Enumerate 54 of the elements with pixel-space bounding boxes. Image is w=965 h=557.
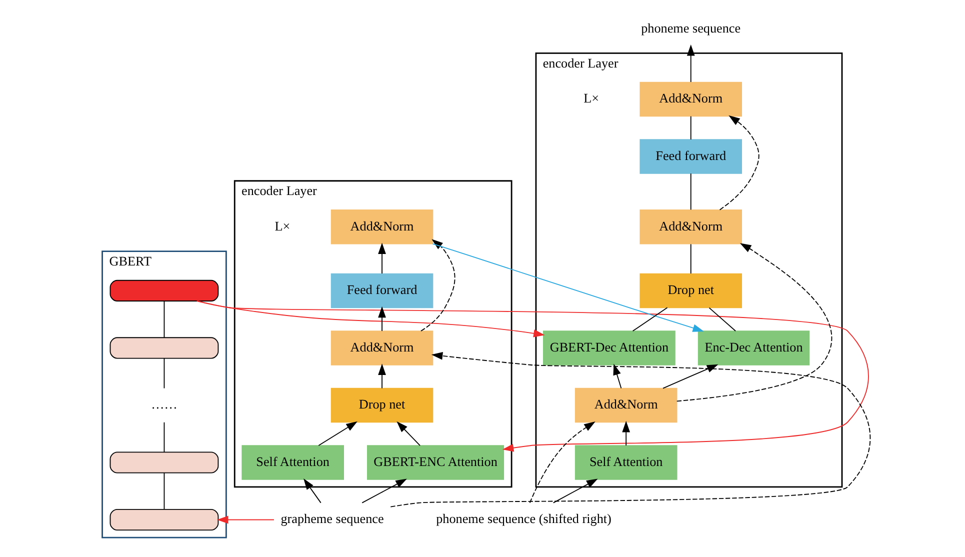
arrow xyxy=(198,300,545,338)
arrow xyxy=(676,243,832,402)
arrow xyxy=(378,364,386,389)
arrow xyxy=(196,300,869,452)
arrow xyxy=(420,239,456,332)
node-box: GBERT-ENC Attention xyxy=(366,445,504,480)
arrow xyxy=(686,44,695,82)
arrow xyxy=(719,115,760,210)
node-box: Add&Norm xyxy=(574,388,678,423)
connector xyxy=(164,358,165,389)
node-label: L× xyxy=(274,218,290,234)
node-box: Add&Norm xyxy=(640,82,742,117)
connector xyxy=(164,300,165,338)
arrow xyxy=(390,352,871,508)
arrow xyxy=(552,478,598,504)
arrow xyxy=(318,421,358,446)
node-text: …… xyxy=(151,396,178,412)
node-pill xyxy=(110,280,219,302)
arrow xyxy=(529,422,596,504)
node-text: phoneme sequence (shifted right) xyxy=(436,511,612,526)
node-box: Enc-Dec Attention xyxy=(698,330,810,366)
node-box: GBERT-Dec Attention xyxy=(543,330,676,366)
arrow xyxy=(613,364,622,389)
connector xyxy=(690,116,692,140)
connector xyxy=(690,244,692,274)
node-box: Add&Norm xyxy=(640,210,742,244)
connector xyxy=(164,472,165,510)
node-box: Add&Norm xyxy=(330,330,434,366)
arrow xyxy=(432,243,704,332)
arrow xyxy=(396,421,421,446)
connector xyxy=(632,307,668,332)
node-label: L× xyxy=(584,90,600,106)
node-pill xyxy=(110,337,219,359)
node-text: grapheme sequence xyxy=(280,511,384,526)
node-box: Self Attention xyxy=(242,445,344,480)
connector xyxy=(690,173,692,210)
node-box: Self Attention xyxy=(574,445,678,480)
arrow xyxy=(362,478,407,504)
arrow xyxy=(304,478,322,504)
arrow xyxy=(662,364,718,389)
node-box: Add&Norm xyxy=(330,210,434,244)
arrow xyxy=(622,420,630,446)
node-text: phoneme sequence xyxy=(641,20,741,36)
connector xyxy=(708,307,736,332)
node-pill xyxy=(110,452,219,474)
arrow xyxy=(378,242,386,274)
arrow xyxy=(378,306,386,332)
arrow xyxy=(216,516,274,524)
connector xyxy=(164,422,165,453)
node-box: Feed forward xyxy=(640,139,742,174)
node-pill xyxy=(110,508,219,531)
node-box: Drop net xyxy=(640,273,742,308)
node-box: Drop net xyxy=(330,388,434,423)
node-box: Feed forward xyxy=(330,273,434,308)
